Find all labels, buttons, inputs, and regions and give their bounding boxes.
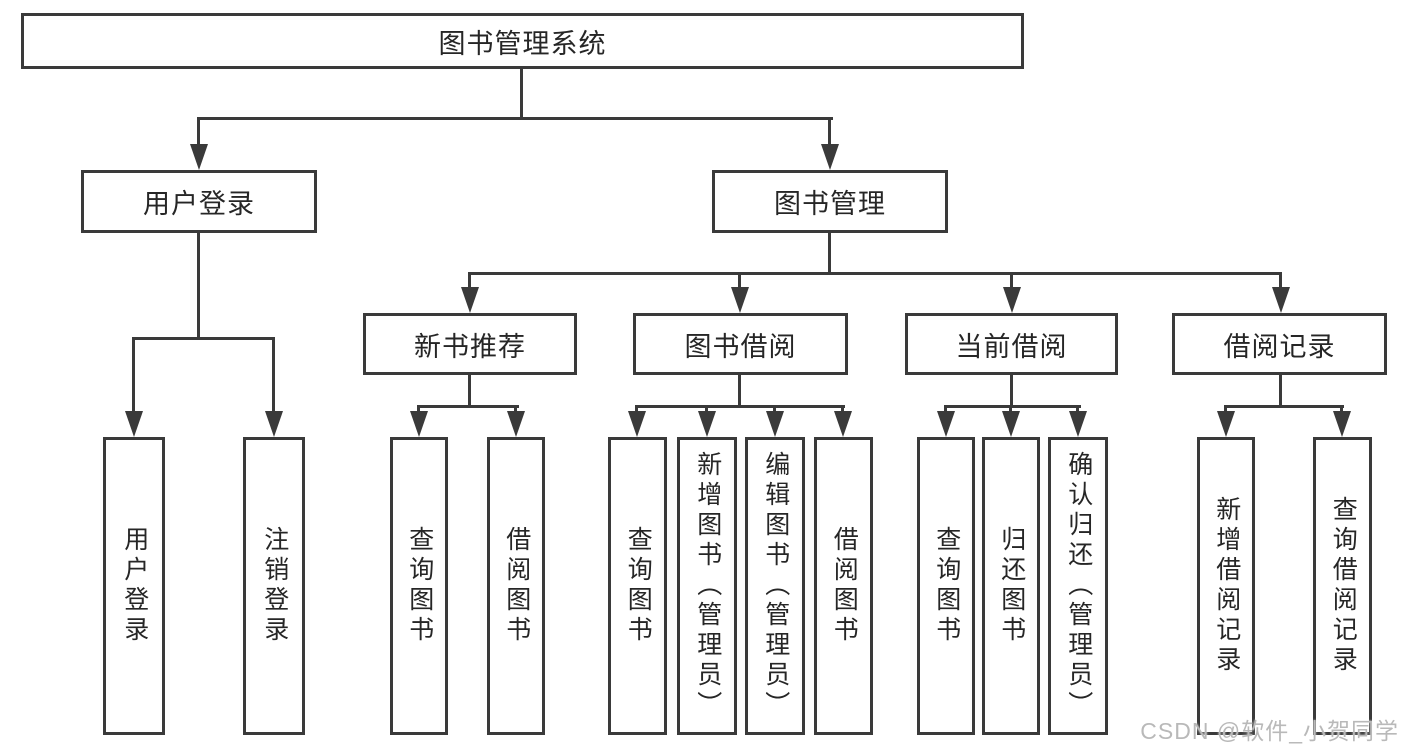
node-label: 图书借阅 (684, 331, 797, 362)
node-book-management: 图书管理 (712, 170, 948, 233)
arrowhead-icon (628, 411, 646, 437)
arrowhead-icon (461, 287, 479, 313)
node-label: 图书管理 (774, 189, 886, 219)
leaf-current-confirm-return-admin: 确认归还（管理员） (1048, 437, 1108, 735)
node-library-system: 图书管理系统 (21, 13, 1024, 69)
leaf-newrec-borrow-books: 借阅图书 (487, 437, 545, 735)
connector-newrec-stem (468, 373, 471, 408)
leaf-borrow-edit-book-admin: 编辑图书（管理员） (745, 437, 805, 735)
connector-currentborrow-stem (1010, 373, 1013, 408)
leaf-borrow-add-book-admin: 新增图书（管理员） (677, 437, 737, 735)
arrowhead-icon (731, 287, 749, 313)
leaf-current-query-books: 查询图书 (917, 437, 975, 735)
arrowhead-icon (1003, 287, 1021, 313)
arrowhead-icon (834, 411, 852, 437)
connector-level2-rail (468, 272, 1282, 275)
connector-bookmgmt-stem (828, 231, 831, 275)
arrowhead-icon (410, 411, 428, 437)
node-current-borrow: 当前借阅 (905, 313, 1118, 375)
arrowhead-icon (937, 411, 955, 437)
connector-bookborrow-stem (738, 373, 741, 408)
csdn-watermark: CSDN @软件_小贺同学 (1140, 718, 1399, 744)
arrowhead-icon (507, 411, 525, 437)
node-label: 新增图书（管理员） (693, 451, 722, 721)
connector-arrow-shaft (272, 337, 275, 415)
leaf-borrow-borrow-books: 借阅图书 (814, 437, 873, 735)
node-label: 查询图书 (624, 526, 653, 646)
connector-newrec-rail (417, 405, 519, 408)
arrowhead-icon (1272, 287, 1290, 313)
connector-records-rail (1224, 405, 1344, 408)
leaf-logout: 注销登录 (243, 437, 305, 735)
node-label: 用户登录 (143, 189, 255, 219)
connector-arrow-shaft (1279, 272, 1282, 290)
connector-arrow-shaft (197, 117, 200, 149)
node-label: 归还图书 (997, 526, 1026, 646)
node-label: 借阅图书 (830, 526, 859, 646)
arrowhead-icon (265, 411, 283, 437)
connector-arrow-shaft (132, 337, 135, 415)
arrowhead-icon (190, 144, 208, 170)
connector-userlogin-stem (197, 231, 200, 340)
arrowhead-icon (698, 411, 716, 437)
connector-level1-rail (197, 117, 833, 120)
node-label: 查询图书 (932, 526, 961, 646)
node-label: 用户登录 (120, 526, 149, 646)
node-label: 新书推荐 (414, 331, 526, 362)
node-borrow-records: 借阅记录 (1172, 313, 1387, 375)
arrowhead-icon (766, 411, 784, 437)
node-label: 查询图书 (405, 526, 434, 646)
node-label: 借阅图书 (502, 526, 531, 646)
arrowhead-icon (821, 144, 839, 170)
leaf-borrow-query-books: 查询图书 (608, 437, 667, 735)
arrowhead-icon (1002, 411, 1020, 437)
leaf-records-add-record: 新增借阅记录 (1197, 437, 1255, 735)
connector-userlogin-rail (132, 337, 275, 340)
node-label: 借阅记录 (1223, 331, 1336, 362)
node-user-login: 用户登录 (81, 170, 317, 233)
connector-root-stem (520, 66, 523, 120)
arrowhead-icon (1217, 411, 1235, 437)
node-book-borrow: 图书借阅 (633, 313, 848, 375)
connector-arrow-shaft (738, 272, 741, 290)
arrowhead-icon (125, 411, 143, 437)
node-label: 当前借阅 (955, 331, 1068, 362)
node-label: 确认归还（管理员） (1064, 451, 1093, 721)
node-label: 新增借阅记录 (1212, 496, 1241, 676)
connector-records-stem (1279, 373, 1282, 408)
connector-arrow-shaft (468, 272, 471, 290)
arrowhead-icon (1333, 411, 1351, 437)
connector-arrow-shaft (1010, 272, 1013, 290)
leaf-records-query-record: 查询借阅记录 (1313, 437, 1372, 735)
node-label: 注销登录 (260, 526, 289, 646)
node-label: 图书管理系统 (438, 28, 607, 59)
connector-arrow-shaft (828, 117, 831, 149)
connector-currentborrow-rail (944, 405, 1081, 408)
node-new-book-recommend: 新书推荐 (363, 313, 577, 375)
leaf-current-return-books: 归还图书 (982, 437, 1040, 735)
connector-bookborrow-rail (635, 405, 845, 408)
leaf-user-login: 用户登录 (103, 437, 165, 735)
leaf-newrec-query-books: 查询图书 (390, 437, 448, 735)
node-label: 编辑图书（管理员） (761, 451, 790, 721)
arrowhead-icon (1069, 411, 1087, 437)
node-label: 查询借阅记录 (1329, 496, 1358, 676)
